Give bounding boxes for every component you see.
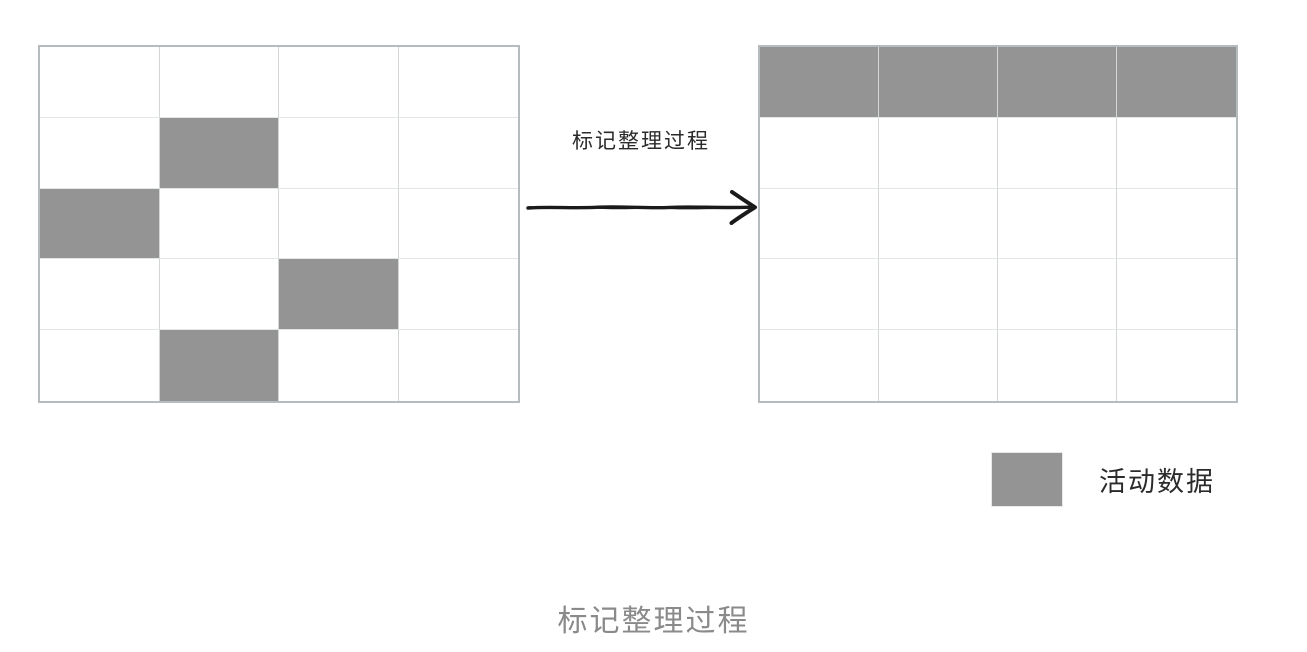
after-cell-r3c1 (760, 188, 879, 260)
after-cell-r2c1 (760, 117, 879, 189)
transition-arrow-group: 标记整理过程 (522, 125, 760, 225)
before-cell-r4c4 (398, 259, 518, 331)
before-cell-r4c2 (159, 259, 279, 331)
after-cell-r1c1 (760, 47, 879, 118)
after-cell-r5c2 (879, 330, 998, 401)
right-arrow-icon (526, 190, 757, 225)
before-cell-r5c2 (159, 330, 279, 401)
diagram-caption: 标记整理过程 (557, 605, 750, 638)
legend-label-active-data: 活动数据 (1099, 467, 1215, 498)
after-cell-r5c1 (760, 330, 879, 401)
after-cell-r3c4 (1117, 188, 1236, 260)
after-cell-r4c1 (760, 259, 879, 331)
before-cell-r5c3 (279, 330, 399, 401)
before-cell-r1c2 (159, 47, 279, 118)
before-cell-r2c3 (279, 117, 399, 189)
before-cell-r5c4 (398, 330, 518, 401)
legend: 活动数据 (991, 452, 1215, 507)
after-cell-r1c3 (998, 47, 1117, 118)
before-cell-r1c3 (279, 47, 399, 118)
after-cell-r1c4 (1117, 47, 1236, 118)
after-cell-r3c2 (879, 188, 998, 260)
heap-before-compaction-grid (38, 45, 520, 403)
legend-swatch-active-data (991, 452, 1063, 507)
after-cell-r4c2 (879, 259, 998, 331)
before-cell-r3c2 (159, 188, 279, 260)
before-cell-r4c1 (40, 259, 160, 331)
heap-after-compaction-grid (758, 45, 1238, 403)
before-cell-r4c3 (279, 259, 399, 331)
before-cell-r2c2 (159, 117, 279, 189)
before-cell-r5c1 (40, 330, 160, 401)
before-cell-r2c1 (40, 117, 160, 189)
after-cell-r4c3 (998, 259, 1117, 331)
before-cell-r1c4 (398, 47, 518, 118)
after-cell-r1c2 (879, 47, 998, 118)
after-cell-r3c3 (998, 188, 1117, 260)
after-cell-r2c2 (879, 117, 998, 189)
before-cell-r2c4 (398, 117, 518, 189)
before-cell-r3c1 (40, 188, 160, 260)
after-cell-r5c4 (1117, 330, 1236, 401)
after-cell-r4c4 (1117, 259, 1236, 331)
after-cell-r2c3 (998, 117, 1117, 189)
after-cell-r2c4 (1117, 117, 1236, 189)
arrow-label: 标记整理过程 (572, 129, 710, 153)
before-cell-r3c3 (279, 188, 399, 260)
before-cell-r1c1 (40, 47, 160, 118)
before-cell-r3c4 (398, 188, 518, 260)
after-cell-r5c3 (998, 330, 1117, 401)
